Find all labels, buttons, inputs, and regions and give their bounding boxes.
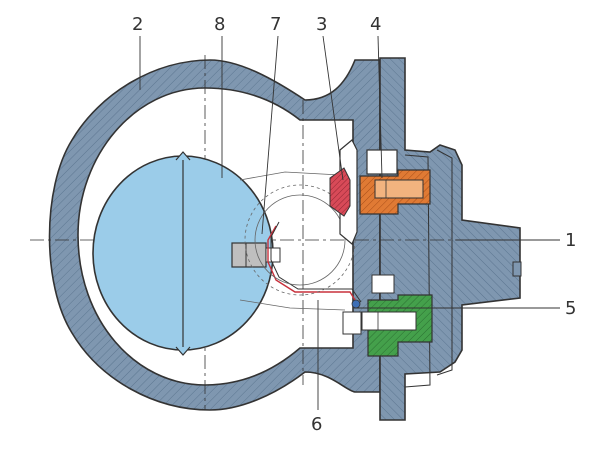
lower-valve [342,274,433,357]
upper-valve-seat [359,149,431,215]
callout-8: 8 [214,14,225,35]
callout-2: 2 [132,14,143,35]
callout-4: 4 [370,14,381,35]
callout-5: 5 [565,298,576,319]
lever-arm [267,221,362,306]
float-stem [231,242,281,268]
cover-flange [379,57,522,421]
callout-3: 3 [316,14,327,35]
housing-body [48,59,381,411]
float-ball [92,151,274,356]
callout-6: 6 [311,414,322,435]
callout-1: 1 [565,230,576,251]
callouts: 2 8 7 3 4 1 5 6 [132,14,576,435]
leader-lines [139,35,560,410]
valve-disc [329,139,358,245]
callout-7: 7 [270,14,281,35]
